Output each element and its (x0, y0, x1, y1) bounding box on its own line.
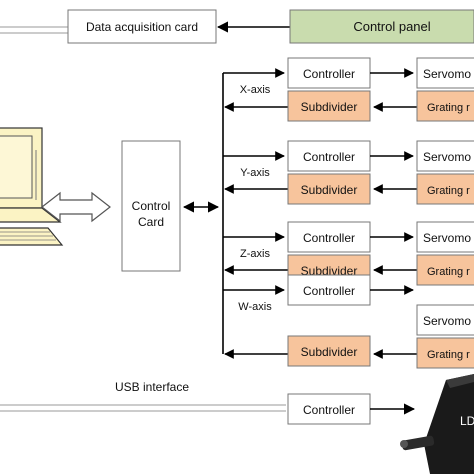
controller-label: Controller (303, 284, 355, 298)
servo-box (416, 57, 474, 89)
servo-box (416, 140, 474, 172)
laser-device-icon: LD (400, 374, 474, 474)
controller-label: Controller (303, 231, 355, 245)
subdivider-label: Subdivider (301, 100, 358, 114)
controller-label: Controller (303, 150, 355, 164)
grating-box (416, 337, 474, 369)
grating-label: Grating r (427, 185, 470, 197)
grating-box (416, 173, 474, 205)
control-panel-label: Control panel (353, 19, 430, 34)
axis-label: Z-axis (240, 248, 270, 260)
control-card-line1: Control (132, 199, 171, 213)
control-card-line2: Card (138, 215, 164, 229)
double-arrow-icon (41, 191, 111, 223)
servo-label: Servomo (423, 314, 471, 328)
axis-label: X-axis (240, 84, 271, 96)
control-panel-box (289, 9, 474, 44)
axis-group-y: Y-axis Controller Subdivider Servomo Gra… (223, 140, 474, 205)
daq-card-label: Data acquisition card (86, 20, 198, 34)
grating-label: Grating r (427, 349, 470, 361)
subdivider-box (287, 173, 371, 205)
device-label: LD (460, 414, 474, 428)
daq-card-box (67, 9, 217, 44)
controller-box (287, 274, 371, 306)
axis-label: Y-axis (240, 167, 270, 179)
grating-label: Grating r (427, 102, 470, 114)
axis-group-w: W-axis Controller Subdivider Servomo Gra… (223, 274, 474, 369)
servo-label: Servomo (423, 67, 471, 81)
axis-label: W-axis (238, 301, 272, 313)
controller-label: Controller (303, 67, 355, 81)
subdivider-box (287, 90, 371, 122)
axis-group-x: X-axis Controller Subdivider Servomo Gra… (223, 57, 474, 122)
grating-box (416, 90, 474, 122)
usb-controller-label: Controller (303, 403, 355, 417)
axis-groups: X-axis Controller Subdivider Servomo Gra… (223, 57, 474, 369)
usb-interface-label: USB interface (115, 380, 189, 394)
controller-box (287, 140, 371, 172)
servo-label: Servomo (423, 231, 471, 245)
grating-box (416, 254, 474, 286)
grating-label: Grating r (427, 266, 470, 278)
usb-controller-box (287, 393, 371, 425)
control-card-box (121, 140, 181, 272)
subdivider-label: Subdivider (301, 183, 358, 197)
subdivider-label: Subdivider (301, 345, 358, 359)
subdivider-box (287, 335, 371, 367)
desktop-computer-icon (0, 127, 64, 246)
servo-label: Servomo (423, 150, 471, 164)
servo-box (416, 221, 474, 253)
servo-box (416, 304, 474, 336)
controller-box (287, 57, 371, 89)
